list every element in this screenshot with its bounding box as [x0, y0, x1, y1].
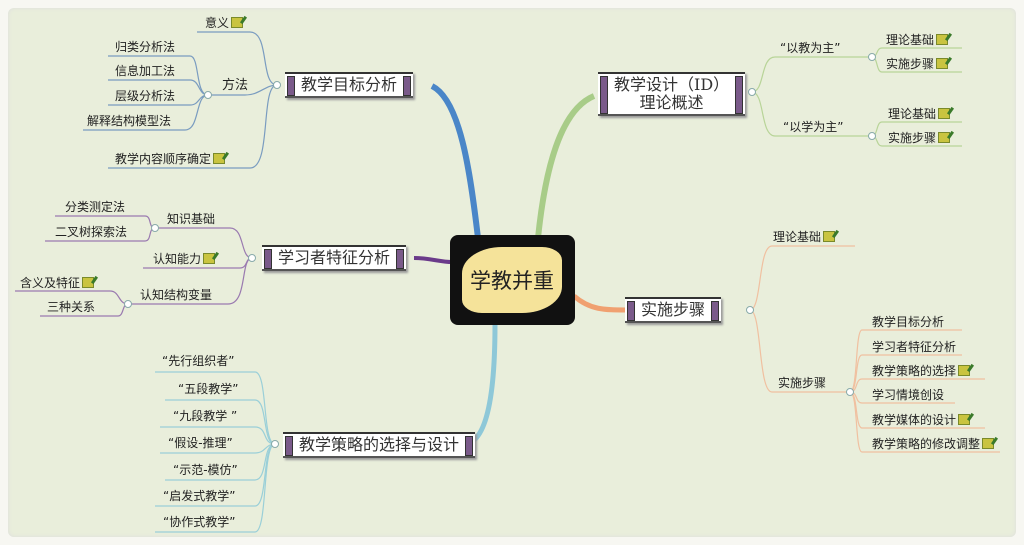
node-label: 认知能力 [153, 252, 202, 266]
topic-line: 教学设计（ID） [614, 75, 730, 94]
node-label: 意义 [205, 16, 230, 30]
node-label: 理论基础 [888, 107, 937, 121]
note-icon[interactable] [82, 277, 95, 288]
node-label: 实施步骤 [886, 57, 935, 71]
central-topic[interactable]: 学教并重 [450, 235, 575, 325]
note-icon[interactable] [936, 34, 949, 45]
node-step-item[interactable]: 教学目标分析 [872, 315, 945, 329]
node-theory[interactable]: 理论基础 [888, 107, 951, 121]
note-icon[interactable] [936, 58, 949, 69]
node-structure-item[interactable]: 三种关系 [47, 300, 96, 314]
topic-implementation-steps[interactable]: 实施步骤 [625, 297, 722, 323]
branch-learner-line [413, 256, 453, 264]
note-icon[interactable] [958, 365, 971, 376]
node-knowledge-item[interactable]: 二叉树探索法 [55, 225, 128, 239]
node-label: 教学媒体的设计 [872, 413, 957, 427]
node-theory[interactable]: 理论基础 [773, 230, 836, 244]
node-label: 教学策略的修改调整 [872, 437, 981, 451]
node-label: 教学策略的选择 [872, 364, 957, 378]
topic-strategy-design[interactable]: 教学策略的选择与设计 [283, 432, 476, 458]
branch-steps-line [572, 294, 627, 313]
topic-learner-analysis[interactable]: 学习者特征分析 [262, 245, 407, 271]
topic-goal-analysis[interactable]: 教学目标分析 [285, 72, 414, 98]
central-topic-label: 学教并重 [462, 247, 562, 313]
node-step-item[interactable]: 教学策略的选择 [872, 364, 971, 378]
node-method[interactable]: 方法 [222, 78, 249, 93]
node-strategy-item[interactable]: “九段教学 ” [173, 409, 238, 423]
node-method-item[interactable]: 信息加工法 [115, 64, 176, 78]
node-knowledge-base[interactable]: 知识基础 [167, 212, 216, 226]
node-label: 理论基础 [773, 230, 822, 244]
node-label: 理论基础 [886, 33, 935, 47]
note-icon[interactable] [938, 108, 951, 119]
node-content-order[interactable]: 教学内容顺序确定 [115, 152, 226, 166]
node-step-item[interactable]: 教学策略的修改调整 [872, 437, 995, 451]
node-meaning[interactable]: 意义 [205, 16, 244, 30]
node-steps[interactable]: 实施步骤 [886, 57, 949, 71]
node-strategy-item[interactable]: “假设-推理” [168, 436, 233, 450]
node-strategy-item[interactable]: “先行组织者” [162, 354, 235, 368]
branch-strategy-line [465, 323, 498, 447]
topic-design-overview[interactable]: 教学设计（ID） 理论概述 [598, 72, 745, 116]
node-method-item[interactable]: 解释结构模型法 [87, 114, 172, 128]
branch-design-line [535, 93, 596, 239]
node-steps-label[interactable]: 实施步骤 [778, 376, 827, 390]
note-icon[interactable] [231, 17, 244, 28]
node-label: 实施步骤 [888, 131, 937, 145]
note-icon[interactable] [982, 438, 995, 449]
branch-goal-line [430, 83, 481, 239]
node-step-item[interactable]: 教学媒体的设计 [872, 413, 971, 427]
node-knowledge-item[interactable]: 分类测定法 [65, 200, 126, 214]
node-strategy-item[interactable]: “启发式教学” [163, 489, 236, 503]
node-cognitive-structure[interactable]: 认知结构变量 [140, 288, 213, 302]
node-steps[interactable]: 实施步骤 [888, 131, 951, 145]
node-label: 教学内容顺序确定 [115, 152, 212, 166]
node-learner-centered[interactable]: “以学为主” [783, 120, 844, 134]
node-theory[interactable]: 理论基础 [886, 33, 949, 47]
node-step-item[interactable]: 学习者特征分析 [872, 340, 957, 354]
node-strategy-item[interactable]: “五段教学” [178, 382, 239, 396]
node-method-item[interactable]: 层级分析法 [115, 89, 176, 103]
topic-line: 理论概述 [639, 93, 704, 112]
node-method-item[interactable]: 归类分析法 [115, 40, 176, 54]
node-strategy-item[interactable]: “协作式教学” [163, 515, 236, 529]
note-icon[interactable] [203, 253, 216, 264]
node-strategy-item[interactable]: “示范-模仿” [173, 463, 238, 477]
node-cognitive-ability[interactable]: 认知能力 [153, 252, 216, 266]
node-teacher-centered[interactable]: “以教为主” [780, 41, 841, 55]
note-icon[interactable] [938, 132, 951, 143]
note-icon[interactable] [213, 153, 226, 164]
note-icon[interactable] [958, 414, 971, 425]
node-label: 含义及特征 [20, 276, 81, 290]
node-structure-item[interactable]: 含义及特征 [20, 276, 95, 290]
node-step-item[interactable]: 学习情境创设 [872, 388, 945, 402]
note-icon[interactable] [823, 231, 836, 242]
